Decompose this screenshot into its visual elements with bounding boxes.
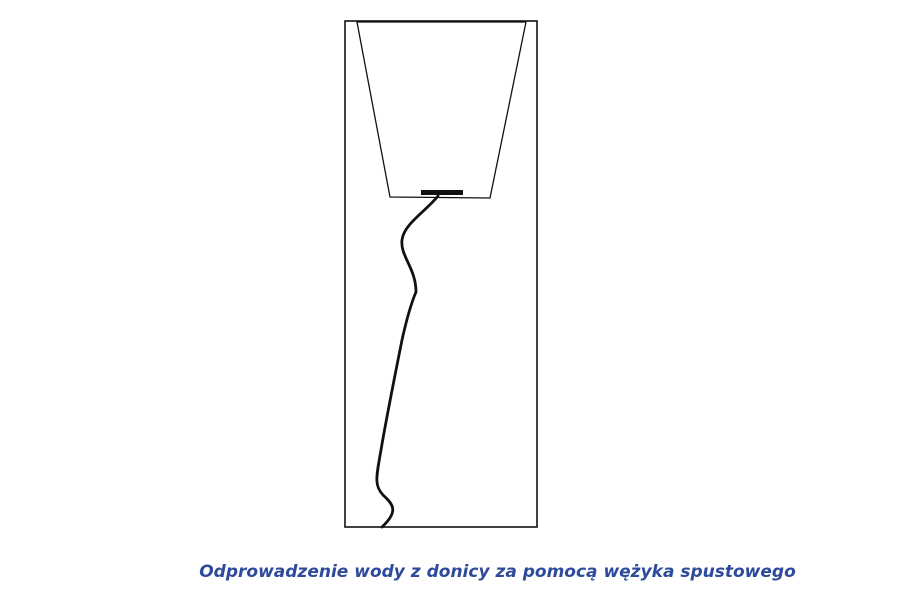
drain-outlet [421,190,463,195]
outer-casing [344,20,538,528]
inner-pot [356,21,527,199]
drain-hose [375,194,440,529]
figure-caption: Odprowadzenie wody z donicy za pomocą wę… [199,562,796,582]
